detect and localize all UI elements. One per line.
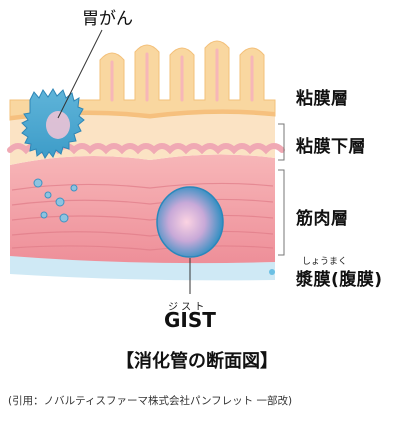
serosa-label: 漿膜(腹膜) — [296, 270, 383, 290]
gist-label: GIST — [164, 308, 216, 332]
gist-tumor — [156, 186, 224, 258]
gastric-cancer-label: 胃がん — [82, 9, 133, 29]
citation-note: (引用：ノバルティスファーマ株式会社パンフレット 一部改) — [8, 395, 293, 407]
muscle-bracket — [278, 169, 285, 256]
gist-ruby: ジ ス ト — [168, 302, 205, 313]
submucosa-bracket — [278, 123, 285, 161]
mucosa-label: 粘膜層 — [296, 89, 349, 109]
muscle-layer — [10, 154, 275, 264]
diagram-title: 【消化管の断面図】 — [116, 351, 278, 372]
submucosa-label: 粘膜下層 — [296, 137, 366, 157]
cancer-pointer-line — [57, 29, 103, 119]
cross-section-illustration — [7, 29, 285, 294]
serosa-marker — [269, 269, 275, 275]
serosa-layer — [10, 255, 275, 281]
serosa-ruby: しょうまく — [302, 257, 348, 267]
muscle-label: 筋肉層 — [296, 209, 349, 229]
